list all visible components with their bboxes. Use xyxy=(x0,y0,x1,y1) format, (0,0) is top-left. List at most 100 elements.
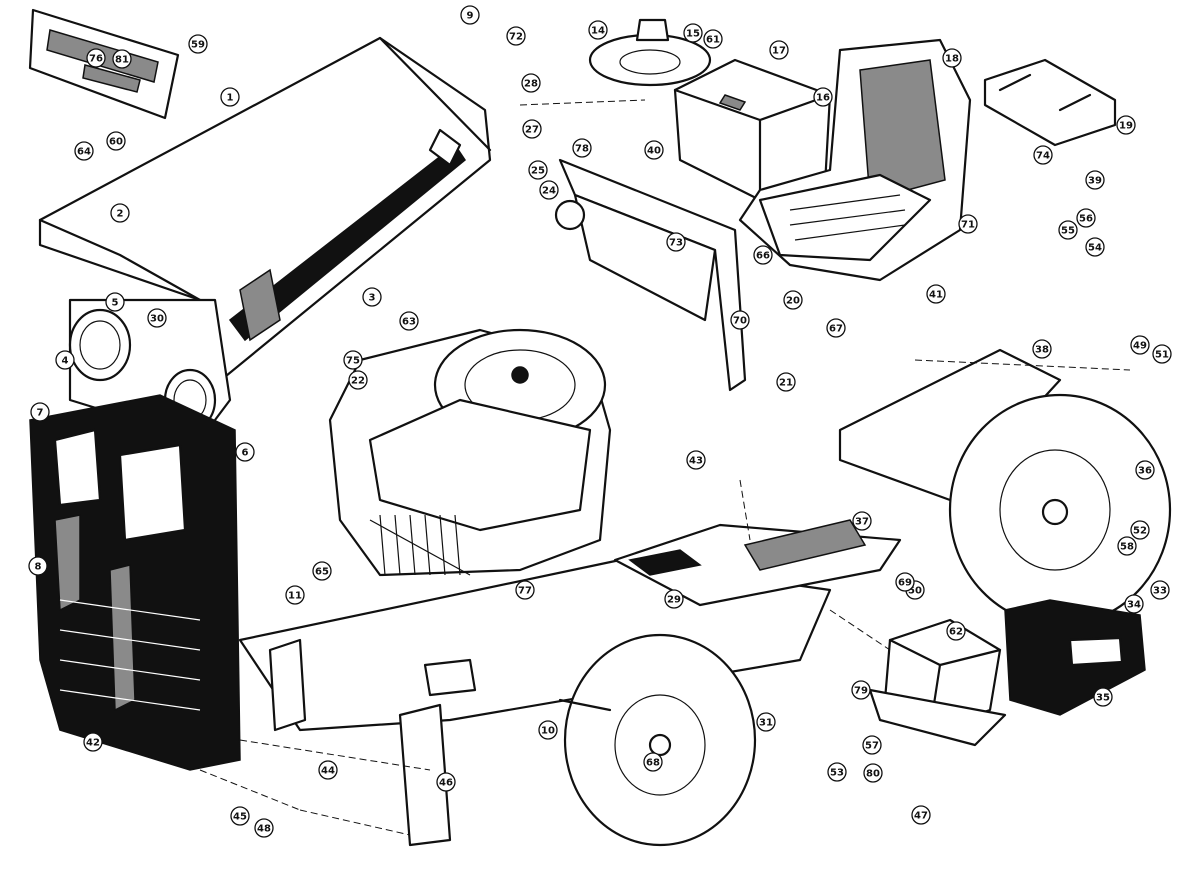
callout-73: 73 xyxy=(666,232,686,252)
callout-circle xyxy=(147,308,167,328)
callout-circle xyxy=(1124,594,1144,614)
callout-number: 2 xyxy=(117,209,124,220)
callout-number: 77 xyxy=(518,586,532,597)
callout-circle xyxy=(776,372,796,392)
callout-number: 39 xyxy=(1088,176,1102,187)
callout-77: 77 xyxy=(515,580,535,600)
callout-number: 59 xyxy=(191,40,205,51)
callout-number: 15 xyxy=(686,29,700,40)
callout-circle xyxy=(521,73,541,93)
callout-58: 58 xyxy=(1117,536,1137,556)
callout-number: 51 xyxy=(1155,350,1169,361)
callout-circle xyxy=(730,310,750,330)
callout-number: 21 xyxy=(779,378,793,389)
callout-78: 78 xyxy=(572,138,592,158)
callout-number: 66 xyxy=(756,251,770,262)
callout-81: 81 xyxy=(112,49,132,69)
callout-circle xyxy=(1093,687,1113,707)
callout-49: 49 xyxy=(1130,335,1150,355)
callout-3: 3 xyxy=(362,287,382,307)
callout-circle xyxy=(312,561,332,581)
engine xyxy=(328,328,612,577)
callout-circle xyxy=(958,214,978,234)
callout-63: 63 xyxy=(399,311,419,331)
callout-circle xyxy=(362,287,382,307)
callout-number: 34 xyxy=(1127,600,1141,611)
callout-number: 28 xyxy=(524,79,538,90)
callout-number: 79 xyxy=(854,686,868,697)
callout-number: 60 xyxy=(109,137,123,148)
callout-number: 36 xyxy=(1138,466,1152,477)
callout-number: 47 xyxy=(914,811,928,822)
callout-7: 7 xyxy=(30,402,50,422)
callout-56: 56 xyxy=(1076,208,1096,228)
callout-number: 11 xyxy=(288,591,302,602)
callout-number: 62 xyxy=(949,627,963,638)
callout-6: 6 xyxy=(235,442,255,462)
callout-circle xyxy=(756,712,776,732)
callout-circle xyxy=(895,572,915,592)
callout-1: 1 xyxy=(220,87,240,107)
callout-number: 41 xyxy=(929,290,943,301)
callout-31: 31 xyxy=(756,712,776,732)
callout-61: 61 xyxy=(703,29,723,49)
callout-circle xyxy=(538,720,558,740)
callout-circle xyxy=(220,87,240,107)
callout-33: 33 xyxy=(1150,580,1170,600)
callout-circle xyxy=(703,29,723,49)
callout-42: 42 xyxy=(83,732,103,752)
seat xyxy=(738,38,972,282)
callout-number: 7 xyxy=(37,408,44,419)
callout-number: 43 xyxy=(689,456,703,467)
fuel-tank xyxy=(673,58,832,202)
callout-circle xyxy=(911,805,931,825)
callout-circle xyxy=(318,760,338,780)
callout-circle xyxy=(926,284,946,304)
callout-25: 25 xyxy=(528,160,548,180)
callout-circle xyxy=(539,180,559,200)
callout-68: 68 xyxy=(643,752,663,772)
callout-44: 44 xyxy=(318,760,338,780)
callout-circle xyxy=(30,402,50,422)
callout-number: 10 xyxy=(541,726,555,737)
callout-number: 40 xyxy=(647,146,661,157)
callout-number: 38 xyxy=(1035,345,1049,356)
callout-number: 70 xyxy=(733,316,747,327)
callout-circle xyxy=(686,450,706,470)
callout-circle xyxy=(644,140,664,160)
callout-11: 11 xyxy=(285,585,305,605)
callout-number: 8 xyxy=(35,562,42,573)
callout-64: 64 xyxy=(74,141,94,161)
callout-number: 67 xyxy=(829,324,843,335)
callout-number: 74 xyxy=(1036,151,1050,162)
steering-wheel xyxy=(588,18,712,87)
dash-console xyxy=(554,158,747,392)
callout-70: 70 xyxy=(730,310,750,330)
hood xyxy=(38,36,492,387)
callout-circle xyxy=(827,762,847,782)
callout-20: 20 xyxy=(783,290,803,310)
callout-number: 19 xyxy=(1119,121,1133,132)
callout-39: 39 xyxy=(1085,170,1105,190)
callout-circle xyxy=(783,290,803,310)
callout-number: 22 xyxy=(351,376,365,387)
callout-number: 30 xyxy=(150,314,164,325)
callout-62: 62 xyxy=(946,621,966,641)
alignment-lines xyxy=(199,99,1131,836)
callout-circle xyxy=(254,818,274,838)
callout-number: 44 xyxy=(321,766,335,777)
rear-fender xyxy=(613,348,1062,607)
callout-number: 27 xyxy=(525,125,539,136)
callout-circle xyxy=(230,806,250,826)
callout-circle xyxy=(1058,220,1078,240)
callout-number: 49 xyxy=(1133,341,1147,352)
callout-circle xyxy=(506,26,526,46)
callout-17: 17 xyxy=(769,40,789,60)
callout-number: 64 xyxy=(77,147,91,158)
callout-circle xyxy=(1152,344,1172,364)
callout-circle xyxy=(1076,208,1096,228)
callout-circle xyxy=(863,763,883,783)
callout-circle xyxy=(1033,145,1053,165)
callout-9: 9 xyxy=(460,5,480,25)
